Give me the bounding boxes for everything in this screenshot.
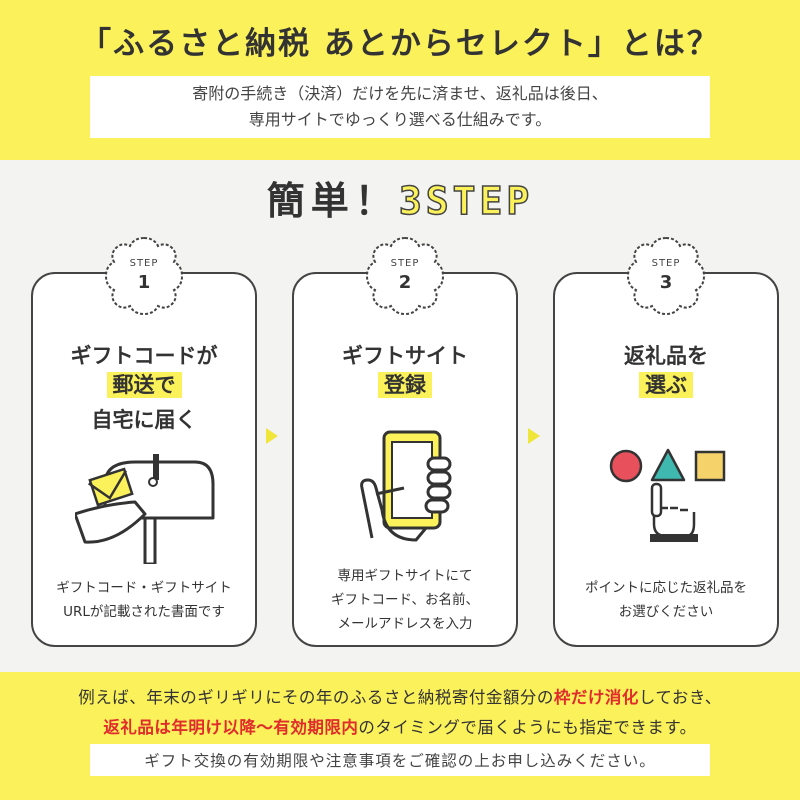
- step-badge-3: STEP 3: [622, 232, 710, 320]
- step3-title-highlight-row: 選ぶ: [555, 372, 777, 398]
- intro-box: 寄附の手続き（決済）だけを先に済ませ、返礼品は後日、 専用サイトでゆっくり選べる…: [90, 76, 710, 138]
- step3-badge-label: STEP: [651, 258, 681, 269]
- step1-badge-number: 1: [137, 272, 151, 293]
- page-title: 「ふるさと納税 あとからセレクト」とは？: [80, 26, 720, 62]
- step2-desc-line3: メールアドレスを入力: [337, 616, 473, 632]
- shapes-select-icon: [609, 448, 726, 542]
- step1-badge-label: STEP: [129, 258, 159, 269]
- footer-line2-red: 返礼品は年明け以降〜有効期限内: [103, 718, 359, 737]
- steps-heading: 簡単！3STEP: [0, 170, 800, 225]
- step2-title-highlight: 登録: [378, 372, 432, 398]
- step1-desc-line1: ギフトコード・ギフトサイト: [56, 580, 232, 596]
- smartphone-hand-icon: [360, 430, 452, 542]
- footer-line1-text-a: 例えば、年末のギリギリにその年のふるさと納税寄付金額分の: [78, 688, 554, 707]
- step1-title-highlight: 郵送で: [106, 372, 182, 398]
- step1-title-line1: ギフトコードが: [70, 344, 218, 368]
- step3-title-line1: 返礼品を: [624, 344, 708, 368]
- step1-title-line3: 自宅に届く: [91, 408, 197, 432]
- footer-line2-text: のタイミングで届くようにも指定できます。: [358, 718, 697, 737]
- footer-line1-text-b: しておき、: [638, 688, 722, 707]
- steps-heading-highlight: 3STEP: [398, 178, 534, 224]
- flower-badge-icon: [104, 236, 184, 316]
- footer-note-line-2: 返礼品は年明け以降〜有効期限内のタイミングで届くようにも指定できます。: [0, 714, 800, 738]
- step-card-1: ギフトコードが 郵送で 自宅に届く ギフトコード・ギフトサイト URLが記載され…: [31, 272, 257, 647]
- flower-badge-icon: [626, 236, 706, 316]
- step3-desc-line1: ポイントに応じた返礼品を: [585, 580, 747, 596]
- step2-title-highlight-row: 登録: [294, 372, 516, 398]
- step-badge-2: STEP 2: [361, 232, 449, 320]
- footer-line1-red: 枠だけ消化: [553, 688, 639, 707]
- step3-desc-line2: お選びください: [618, 604, 714, 620]
- step1-desc-line2: URLが記載された書面です: [63, 604, 225, 620]
- footer-band: [0, 672, 800, 800]
- step2-badge-number: 2: [398, 272, 412, 293]
- notice-box: ギフト交換の有効期限や注意事項をご確認の上お申し込みください。: [90, 744, 710, 776]
- flower-badge-icon: [365, 236, 445, 316]
- step2-title-line1: ギフトサイト: [342, 344, 468, 368]
- arrow-right-icon: [528, 428, 540, 444]
- step-card-3: 返礼品を 選ぶ ポイントに応じた返礼品を お選びください: [553, 272, 779, 647]
- mailbox-icon: [75, 454, 215, 564]
- step-card-2: ギフトサイト 登録 専用ギフトサイトにて ギフトコード、お名前、 メールアドレス…: [292, 272, 518, 647]
- step3-title-highlight: 選ぶ: [639, 372, 693, 398]
- step3-badge-number: 3: [659, 272, 673, 293]
- step-badge-1: STEP 1: [100, 232, 188, 320]
- footer-note-line-1: 例えば、年末のギリギリにその年のふるさと納税寄付金額分の枠だけ消化しておき、: [0, 684, 800, 708]
- steps-heading-prefix: 簡単！: [266, 179, 399, 223]
- step2-desc-line2: ギフトコード、お名前、: [331, 592, 479, 608]
- step2-desc-line1: 専用ギフトサイトにて: [337, 568, 473, 584]
- arrow-right-icon: [266, 428, 278, 444]
- step2-badge-label: STEP: [390, 258, 420, 269]
- intro-line-1: 寄附の手続き（決済）だけを先に済ませ、返礼品は後日、: [192, 84, 608, 103]
- intro-line-2: 専用サイトでゆっくり選べる仕組みです。: [248, 110, 552, 129]
- step1-title-highlight-row: 郵送で: [33, 372, 255, 398]
